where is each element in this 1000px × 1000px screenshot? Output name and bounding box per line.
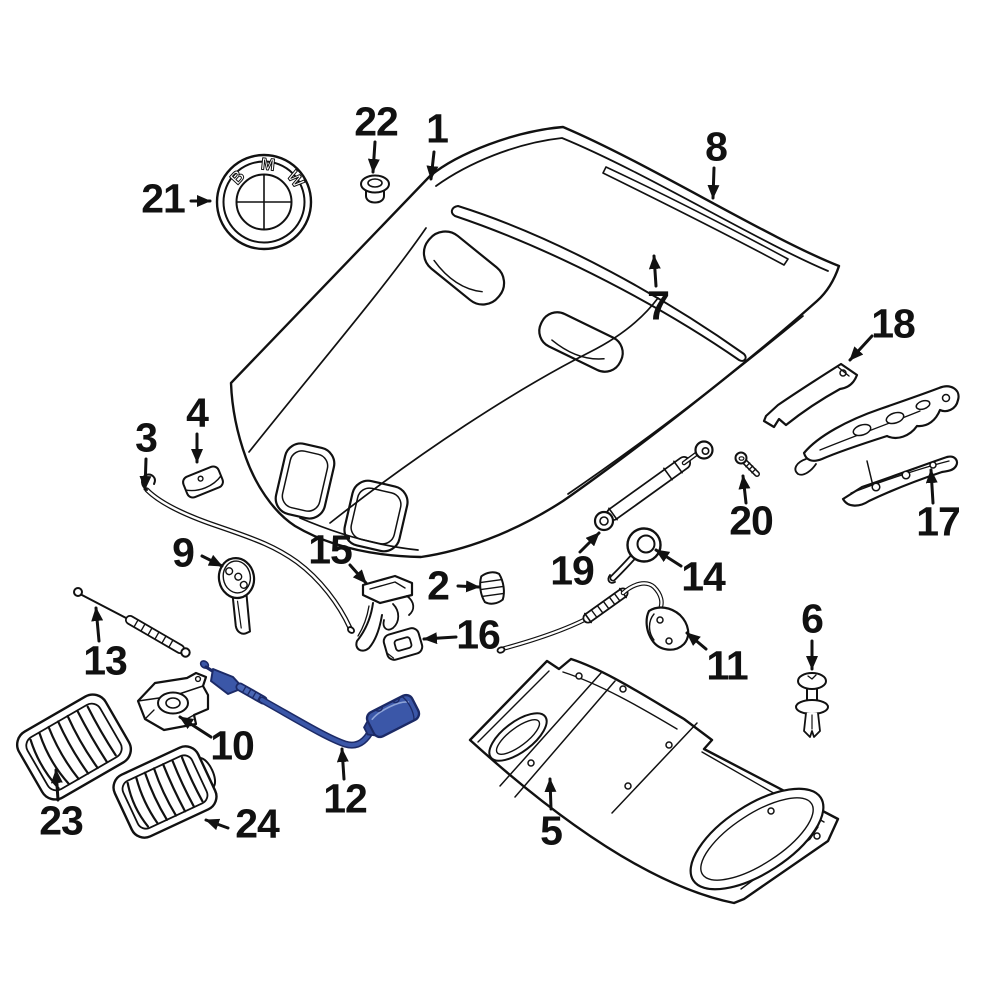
part-hood-drawing [229, 125, 841, 559]
part-key-9-drawing [217, 557, 256, 635]
part-strut-19-drawing [593, 440, 714, 532]
callout-label-18: 18 [871, 300, 916, 347]
part-hook-14-drawing [607, 527, 662, 584]
part-cable-11-drawing [496, 581, 690, 654]
callout-label-7: 7 [647, 282, 670, 329]
callout-arrow-23 [50, 768, 63, 802]
part-hinge-17-drawing [794, 385, 960, 507]
callout-label-24: 24 [235, 800, 280, 847]
part-grille-24-drawing [112, 745, 218, 839]
part-latch-15-drawing [355, 574, 415, 652]
callout-label-17: 17 [916, 498, 961, 545]
callout-label-22: 22 [354, 98, 399, 145]
part-bumper-4-drawing [182, 465, 224, 499]
hood-seal-strip [450, 205, 747, 362]
part-grille-23-drawing [15, 693, 133, 801]
part-latch-base-10-drawing [136, 671, 210, 732]
callout-arrow-19 [578, 531, 601, 554]
callout-arrows [50, 140, 938, 831]
callout-arrow-16 [422, 632, 458, 645]
callout-arrow-7 [648, 254, 661, 288]
callout-arrow-18 [848, 334, 874, 362]
callout-arrow-22 [367, 140, 380, 174]
part-rivet-6-drawing [795, 672, 829, 738]
part-insulation-pad-5-drawing [468, 657, 840, 905]
callout-arrow-20 [738, 474, 751, 505]
callout-label-10: 10 [210, 722, 255, 769]
callout-arrow-24 [204, 818, 230, 831]
part-pad-16-drawing [382, 627, 424, 661]
callout-arrow-1 [426, 150, 439, 181]
part-strut-13-drawing [73, 587, 191, 658]
callout-arrow-9 [200, 554, 224, 568]
part-grommet-2-drawing [479, 571, 505, 605]
part-grommet-22-drawing [360, 174, 390, 204]
part-emblem-drawing: B M W [215, 153, 313, 251]
callout-arrow-13 [91, 606, 104, 643]
callout-label-20: 20 [729, 497, 774, 544]
callout-arrow-12 [336, 747, 349, 781]
callout-arrow-11 [685, 631, 708, 651]
callout-label-14: 14 [681, 553, 726, 600]
callout-label-8: 8 [705, 123, 728, 170]
callout-label-23: 23 [39, 797, 84, 844]
callout-label-16: 16 [456, 611, 501, 658]
callout-label-1: 1 [426, 105, 449, 152]
callout-arrow-8 [707, 166, 720, 200]
hood-vent-right [538, 311, 624, 373]
callout-arrow-17 [925, 468, 938, 505]
callout-label-3: 3 [135, 414, 158, 461]
callout-label-11: 11 [706, 642, 748, 689]
hood-kidney-left [274, 442, 336, 520]
part-bracket-18-drawing [762, 362, 859, 429]
callout-label-4: 4 [186, 389, 209, 436]
callout-arrow-3 [139, 457, 152, 491]
callout-label-2: 2 [427, 562, 450, 609]
release-handle [363, 693, 421, 739]
callout-label-21: 21 [141, 175, 186, 222]
callout-label-13: 13 [83, 637, 128, 684]
callout-label-5: 5 [540, 807, 563, 854]
emblem-letter-m: M [260, 154, 276, 174]
callout-label-12[interactable]: 12 [323, 775, 368, 822]
hood-hem-slot [602, 166, 789, 266]
callout-arrow-14 [654, 548, 683, 568]
hood-kidney-right [343, 479, 409, 553]
callout-arrow-10 [178, 715, 213, 739]
callout-label-9: 9 [172, 529, 195, 576]
hood-vent-left [422, 230, 506, 306]
callout-arrow-2 [456, 580, 481, 593]
callout-label-19: 19 [550, 547, 595, 594]
part-release-cable-12-drawing[interactable] [199, 659, 421, 749]
callout-label-15: 15 [308, 526, 353, 573]
part-screw-20-drawing [734, 451, 760, 477]
callout-arrow-15 [348, 563, 368, 585]
callout-arrow-5 [544, 777, 557, 811]
callout-label-6: 6 [801, 595, 824, 642]
